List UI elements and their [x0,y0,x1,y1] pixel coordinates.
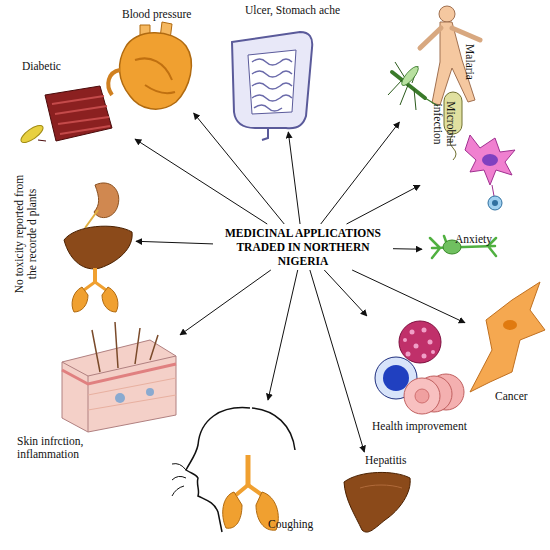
cough-illustration [172,408,295,532]
application-label: No toxicity reported from the recorde d … [13,169,39,299]
application-node: Coughing [180,400,325,535]
application-label: Malaria [463,44,476,80]
application-label: Ulcer, Stomach ache [245,4,340,17]
application-label: Cancer [495,390,528,403]
application-label: Microbial infection [431,94,457,154]
arrow-connector [310,270,364,452]
arrow-connector [194,113,285,224]
arrow-connector [393,248,422,250]
muscle-illustration [18,86,112,146]
application-node: Cancer [465,278,547,406]
application-node: Diabetic [15,58,135,143]
blood-cells-illustration [375,321,464,414]
cancer-cell-illustration [470,282,545,392]
arrow-connector [268,270,298,400]
application-node: Hepatitis [340,452,415,540]
application-node: Skin infrction, inflammation [12,325,180,465]
skin-illustration [62,322,176,432]
arrow-connector [288,132,300,224]
application-label: Coughing [268,518,313,531]
organs-illustration [64,183,132,312]
arrow-connector [180,270,271,335]
application-node: Anxiety [422,230,502,270]
arrow-connector [324,270,367,316]
intestine-illustration [232,32,312,140]
application-label: Skin infrction, inflammation [17,435,109,461]
arrow-connector [347,185,420,224]
application-label: Anxiety [455,233,492,246]
application-node: Ulcer, Stomach ache [215,2,345,132]
application-node: Microbial infection [420,88,542,218]
liver-illustration [344,472,410,532]
application-node: Health improvement [360,316,485,436]
arrow-connector [135,139,267,224]
application-label: Health improvement [372,420,467,433]
application-node: No toxicity reported from the recorde d … [4,160,136,318]
arrow-connector [136,241,213,244]
arrow-connector [352,270,465,323]
title-text: MEDICINAL APPLICATIONS TRADED IN NORTHER… [213,226,393,268]
title-node: MEDICINAL APPLICATIONS TRADED IN NORTHER… [213,224,393,270]
application-node: Blood pressure [100,6,200,113]
malaria-illustration [388,6,480,110]
application-label: Diabetic [22,60,61,73]
heart-illustration [108,22,191,109]
application-label: Blood pressure [122,8,191,21]
application-label: Hepatitis [365,454,407,467]
arrow-connector [321,122,400,224]
